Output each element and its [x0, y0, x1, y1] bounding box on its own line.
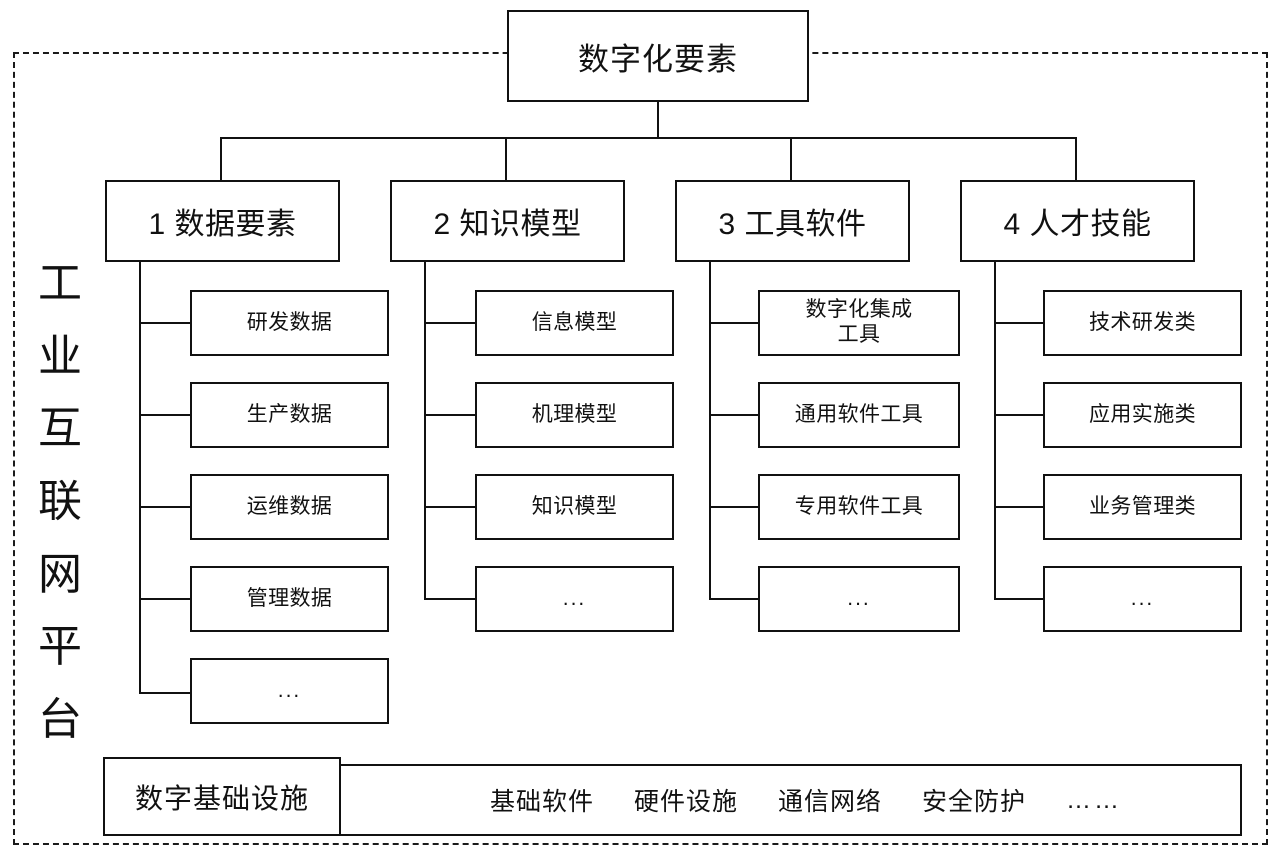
connector-stub-2-3 [424, 506, 475, 509]
platform-label-char-0: 工 [38, 259, 82, 308]
root-node-digital-elements[interactable]: 数字化要素 [507, 10, 809, 102]
leaf-box-4-1[interactable]: 技术研发类 [1043, 290, 1242, 356]
leaf-box-1-5-ellipsis[interactable]: ... [190, 658, 389, 724]
connector-spine-category-1 [139, 262, 142, 694]
leaf-box-2-4-ellipsis[interactable]: ... [475, 566, 674, 632]
leaf-box-4-2[interactable]: 应用实施类 [1043, 382, 1242, 448]
platform-label-char-1: 业 [38, 331, 82, 381]
connector-spine-category-3 [709, 262, 712, 600]
connector-root-stem [657, 102, 660, 138]
connector-drop-category-1 [220, 137, 223, 180]
connector-stub-2-1 [424, 322, 475, 325]
platform-vertical-label: 工 业 互 联 网 平 台 [28, 262, 92, 742]
platform-label-char-3: 联 [38, 476, 82, 526]
connector-root-bus [221, 137, 1077, 140]
category-box-2[interactable]: 2 知识模型 [390, 180, 625, 262]
leaf-box-4-3[interactable]: 业务管理类 [1043, 474, 1242, 540]
infrastructure-label-box[interactable]: 数字基础设施 [103, 757, 341, 836]
infrastructure-items: 基础软件 硬件设施 通信网络 安全防护 …… [490, 782, 1122, 818]
infrastructure-item-4-ellipsis: …… [1066, 785, 1122, 814]
leaf-box-2-3[interactable]: 知识模型 [475, 474, 674, 540]
platform-label-char-2: 互 [38, 404, 82, 454]
platform-label-char-4: 网 [38, 549, 82, 599]
connector-drop-category-3 [790, 137, 793, 180]
leaf-box-4-4-ellipsis[interactable]: ... [1043, 566, 1242, 632]
connector-spine-category-4 [994, 262, 997, 600]
connector-stub-1-2 [139, 414, 190, 417]
leaf-box-3-3[interactable]: 专用软件工具 [758, 474, 960, 540]
leaf-box-1-3[interactable]: 运维数据 [190, 474, 389, 540]
connector-stub-1-5 [139, 692, 190, 695]
connector-stub-2-2 [424, 414, 475, 417]
platform-label-char-6: 台 [38, 694, 82, 744]
infrastructure-bar[interactable]: 基础软件 硬件设施 通信网络 安全防护 …… [200, 764, 1242, 836]
connector-drop-category-4 [1075, 137, 1078, 180]
category-box-3[interactable]: 3 工具软件 [675, 180, 910, 262]
connector-stub-2-4 [424, 598, 475, 601]
connector-stub-4-3 [994, 506, 1045, 509]
leaf-box-1-1[interactable]: 研发数据 [190, 290, 389, 356]
platform-label-char-5: 平 [38, 622, 82, 672]
connector-drop-category-2 [505, 137, 508, 180]
leaf-box-3-4-ellipsis[interactable]: ... [758, 566, 960, 632]
connector-stub-3-1 [709, 322, 760, 325]
platform-boundary-frame [13, 52, 1268, 845]
connector-stub-3-3 [709, 506, 760, 509]
leaf-box-3-1[interactable]: 数字化集成 工具 [758, 290, 960, 356]
connector-stub-1-3 [139, 506, 190, 509]
connector-stub-3-4 [709, 598, 760, 601]
infrastructure-item-3[interactable]: 安全防护 [921, 788, 1026, 816]
connector-stub-1-4 [139, 598, 190, 601]
leaf-box-2-2[interactable]: 机理模型 [475, 382, 674, 448]
leaf-box-1-2[interactable]: 生产数据 [190, 382, 389, 448]
category-box-1[interactable]: 1 数据要素 [105, 180, 340, 262]
infrastructure-item-0[interactable]: 基础软件 [489, 788, 594, 816]
connector-stub-4-1 [994, 322, 1045, 325]
connector-stub-4-2 [994, 414, 1045, 417]
connector-stub-1-1 [139, 322, 190, 325]
infrastructure-item-2[interactable]: 通信网络 [777, 788, 882, 816]
connector-stub-3-2 [709, 414, 760, 417]
category-box-4[interactable]: 4 人才技能 [960, 180, 1195, 262]
infrastructure-item-1[interactable]: 硬件设施 [633, 788, 738, 816]
leaf-box-3-2[interactable]: 通用软件工具 [758, 382, 960, 448]
leaf-box-2-1[interactable]: 信息模型 [475, 290, 674, 356]
connector-stub-4-4 [994, 598, 1045, 601]
connector-spine-category-2 [424, 262, 427, 600]
leaf-box-1-4[interactable]: 管理数据 [190, 566, 389, 632]
